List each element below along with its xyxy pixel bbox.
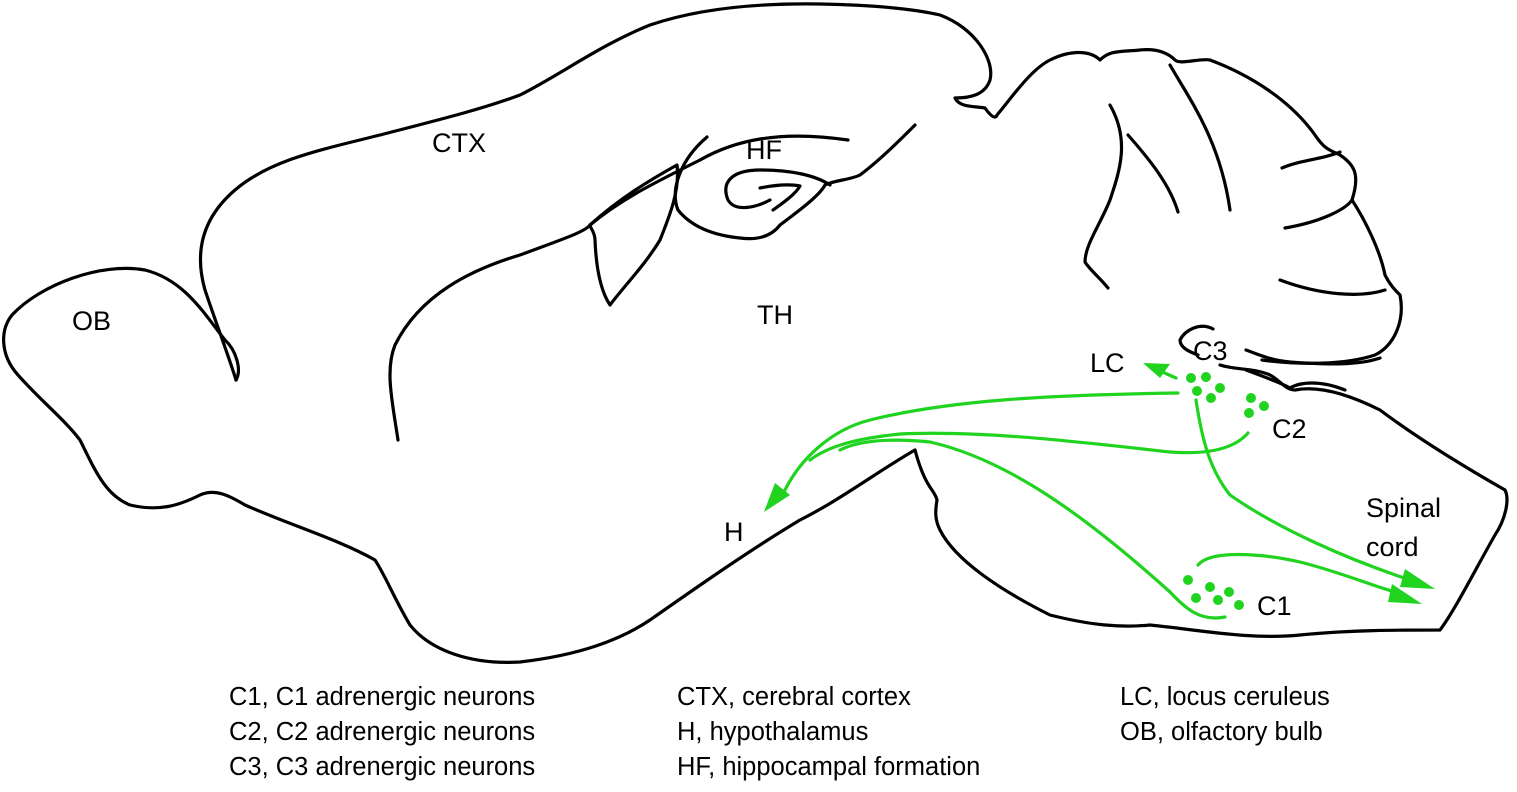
neuron-dot-c1 (1234, 600, 1244, 610)
projection-c3-to-h (783, 391, 1180, 492)
neuron-dot-c3 (1215, 383, 1225, 393)
arrowhead-spinal-2 (1388, 584, 1422, 604)
projection-c1-to-h (838, 438, 1227, 620)
cerebellum-fold-4 (1280, 150, 1342, 170)
neuron-dot-c2 (1246, 393, 1256, 403)
legend-column-1: C1, C1 adrenergic neurons C2, C2 adrener… (229, 680, 535, 785)
legend-item: HF, hippocampal formation (677, 753, 981, 781)
neuron-dot-c2 (1259, 401, 1269, 411)
label-th: TH (757, 300, 793, 330)
arrowhead-h (764, 483, 790, 512)
projection-c2-to-h (808, 431, 1250, 462)
legend-item: C3, C3 adrenergic neurons (229, 753, 536, 781)
arrowhead-spinal-1 (1400, 569, 1435, 589)
neuron-dot-c3 (1206, 393, 1216, 403)
neuron-dot-c1 (1205, 582, 1215, 592)
legend-item: H, hypothalamus (677, 718, 869, 746)
brainstem-upper-line (1244, 368, 1347, 392)
neuron-dot-c1 (1224, 587, 1234, 597)
neuron-dot-c1 (1213, 595, 1223, 605)
legend-item: C1, C1 adrenergic neurons (229, 683, 536, 711)
label-c2: C2 (1272, 414, 1307, 444)
c3-fourth-ventricle (1178, 324, 1215, 357)
cerebellum-fold-1 (1083, 103, 1124, 290)
legend-item: OB, olfactory bulb (1120, 718, 1323, 746)
neuron-dot-c2 (1244, 408, 1254, 418)
label-cord: cord (1366, 532, 1419, 562)
cortex-outline (198, 2, 1358, 382)
cerebellum-fold-6 (1278, 278, 1387, 296)
neuron-dot-c3 (1201, 372, 1211, 382)
arrowhead-lc (1143, 363, 1170, 378)
label-hf: HF (746, 135, 782, 165)
cerebellum-fold-5 (1283, 198, 1354, 230)
hippocampus-outline (673, 123, 917, 241)
hf-lower-boundary (588, 163, 680, 307)
label-spinal: Spinal (1366, 493, 1441, 523)
neuron-dot-c1 (1191, 593, 1201, 603)
label-c1: C1 (1257, 591, 1292, 621)
label-ctx: CTX (432, 128, 486, 158)
projection-c3-to-spinal (1194, 398, 1412, 582)
ventral-brainstem-outline (913, 448, 1509, 638)
cerebellum-fold-3 (1168, 63, 1232, 212)
neuron-dot-c3 (1192, 386, 1202, 396)
label-h: H (724, 517, 744, 547)
legend-item: C2, C2 adrenergic neurons (229, 718, 536, 746)
neuron-dot-c1 (1183, 575, 1193, 585)
dentate-gyrus (724, 168, 832, 212)
label-lc: LC (1090, 348, 1125, 378)
brainstem-floor-line (1244, 348, 1382, 366)
label-c3: C3 (1193, 336, 1228, 366)
dorsal-brainstem-outline (1218, 363, 1507, 492)
neuron-dot-c3 (1186, 373, 1196, 383)
legend-item: LC, locus ceruleus (1120, 683, 1330, 711)
projection-c1-to-spinal (1196, 552, 1397, 594)
legend-column-3: LC, locus ceruleus OB, olfactory bulb (1120, 680, 1330, 750)
cerebellum-fold-2 (1126, 133, 1180, 214)
legend-column-2: CTX, cerebral cortex H, hypothalamus HF,… (677, 680, 980, 785)
legend-item: CTX, cerebral cortex (677, 683, 911, 711)
corpus-callosum-line (388, 134, 850, 442)
label-ob: OB (72, 306, 111, 336)
brain-outline (2, 266, 917, 664)
